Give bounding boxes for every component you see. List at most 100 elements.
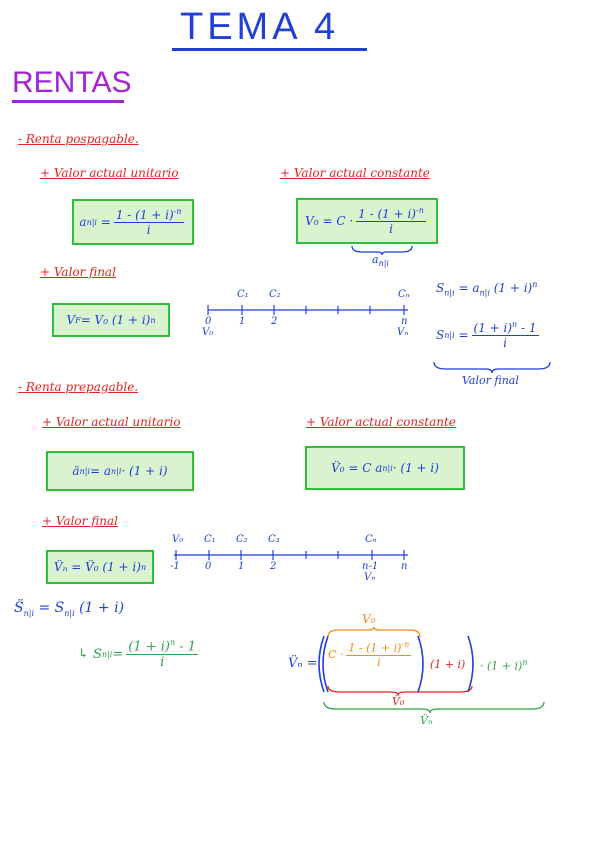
brace-label-a: an|i — [372, 253, 389, 268]
pos-vf-label: + Valor final — [40, 265, 116, 279]
s-pre-symbol: S̈ — [14, 600, 24, 616]
pre-va-constante-label: + Valor actual constante — [306, 415, 456, 429]
brace-label-symbol: a — [372, 253, 379, 266]
formula-num: 1 - (1 + i) — [358, 207, 416, 221]
formula-exp: -n — [173, 207, 182, 216]
s2-symbol: S — [436, 328, 445, 342]
pre-vf-box: V̈ₙ = V̈₀ (1 + i)n — [46, 550, 154, 584]
s2-den: i — [503, 336, 507, 350]
s-mult: (1 + i) — [489, 281, 533, 295]
inner-exp: -n — [401, 640, 410, 649]
inner-den: i — [377, 655, 381, 669]
paren-right-inner — [417, 635, 424, 693]
s2-num-tail: - 1 — [517, 321, 537, 335]
s-exp: n — [532, 280, 538, 289]
expansion-outer: · (1 + i)n — [480, 658, 527, 673]
green-brace-label: V̈ₙ — [420, 714, 433, 727]
pre-vf-label: + Valor final — [42, 514, 118, 528]
timeline-label: 1 — [239, 316, 246, 327]
timeline-label: 0 — [205, 561, 212, 572]
s2-num: (1 + i) — [473, 321, 513, 335]
pos-va-constante-box: V₀ = C · 1 - (1 + i)-n i — [296, 198, 438, 244]
timeline-label: 0 — [205, 316, 212, 327]
s-pre-sub: n|i — [23, 608, 34, 618]
vf-exp: n — [150, 315, 156, 325]
expansion-mid: (1 + i) — [430, 658, 466, 671]
s-pre-den: i — [160, 655, 165, 671]
brace-valor-final — [433, 361, 551, 374]
timeline-label: n — [401, 561, 408, 572]
pre-va-symbol: ä — [72, 464, 80, 478]
s-pre-arrow: ↳ S — [78, 646, 102, 662]
timeline-label: Vₙ — [364, 572, 376, 583]
pre-vc-sub: n|i — [382, 463, 393, 473]
formula-sub: n|i — [86, 217, 97, 227]
s2-num-exp: n — [512, 320, 518, 329]
pre-timeline-line — [174, 550, 408, 560]
pos-va-unitario-label: + Valor actual unitario — [40, 166, 179, 180]
s-pre-num: (1 + i) — [128, 639, 170, 655]
green-brace — [323, 701, 545, 714]
timeline-label: 2 — [271, 316, 278, 327]
timeline-label: C₃ — [268, 534, 280, 545]
pre-vf-formula: V̈ₙ = V̈₀ (1 + i) — [53, 560, 141, 574]
s-pre-arrow-sub: n|i — [101, 649, 113, 659]
pre-va-unitario-label: + Valor actual unitario — [42, 415, 181, 429]
paren-left-outer — [318, 635, 329, 693]
s-pre-rhs: = S — [34, 600, 65, 616]
pre-va-tail: · (1 + i) — [121, 464, 168, 478]
outer-exp: n — [522, 658, 528, 667]
formula-exp: -n — [415, 206, 424, 215]
formula-den: i — [146, 223, 151, 237]
pre-vc-symbol: V̈₀ = C a — [331, 461, 383, 475]
s-pre-tail: (1 + i) — [74, 600, 125, 616]
pre-va-rhs: = a — [89, 464, 112, 478]
page-title: TEMA 4 — [180, 6, 340, 48]
timeline-label: C₁ — [237, 289, 249, 300]
red-brace — [327, 685, 473, 696]
inner-c: C · — [328, 647, 344, 661]
paren-right-outer — [467, 635, 474, 693]
brace-label-sub: n|i — [378, 259, 389, 269]
heading-underline — [12, 100, 124, 103]
s-pre-num-tail: - 1 — [175, 639, 197, 655]
prepagable-label: - Renta prepagable. — [18, 380, 139, 394]
formula-lhs: V₀ = C · — [305, 214, 354, 228]
timeline-label: Cₙ — [365, 534, 377, 545]
timeline-label: C₂ — [236, 534, 248, 545]
vf-sub: F — [75, 315, 81, 325]
timeline-label: -1 — [170, 561, 180, 572]
formula-num: 1 - (1 + i) — [115, 208, 174, 222]
pre-va-rhs-sub: n|i — [111, 466, 122, 476]
s-pre-formula: S̈n|i = Sn|i (1 + i) — [14, 600, 124, 618]
s2-sub: n|i — [444, 330, 455, 340]
section-heading: RENTAS — [12, 66, 132, 99]
s-formula-1: Sn|i = an|i (1 + i)n — [436, 280, 537, 297]
s-pre-rhs-sub: n|i — [64, 608, 75, 618]
timeline-label: V₀ — [202, 327, 214, 338]
vf-rhs: = V₀ (1 + i) — [80, 313, 151, 327]
formula-symbol: a — [79, 215, 87, 229]
brace-under-va — [351, 245, 413, 256]
inner-num: 1 - (1 + i) — [348, 641, 402, 655]
pos-va-constante-label: + Valor actual constante — [280, 166, 430, 180]
pre-vc-tail: · (1 + i) — [392, 461, 439, 475]
timeline-label: 2 — [270, 561, 277, 572]
timeline-label: C₂ — [269, 289, 281, 300]
valor-final-label: Valor final — [462, 374, 519, 387]
s-symbol: S — [436, 281, 445, 295]
formula-den: i — [389, 222, 393, 236]
orange-brace — [327, 626, 421, 638]
timeline-label: n — [401, 316, 408, 327]
vf-symbol: V — [66, 313, 76, 327]
timeline-label: Vₙ — [397, 327, 409, 338]
timeline-label: V₀ — [172, 534, 184, 545]
expansion-top-brace-label: V₀ — [362, 612, 376, 626]
expansion-lhs: V̈ₙ = — [288, 656, 318, 671]
pos-timeline-line — [207, 305, 408, 315]
